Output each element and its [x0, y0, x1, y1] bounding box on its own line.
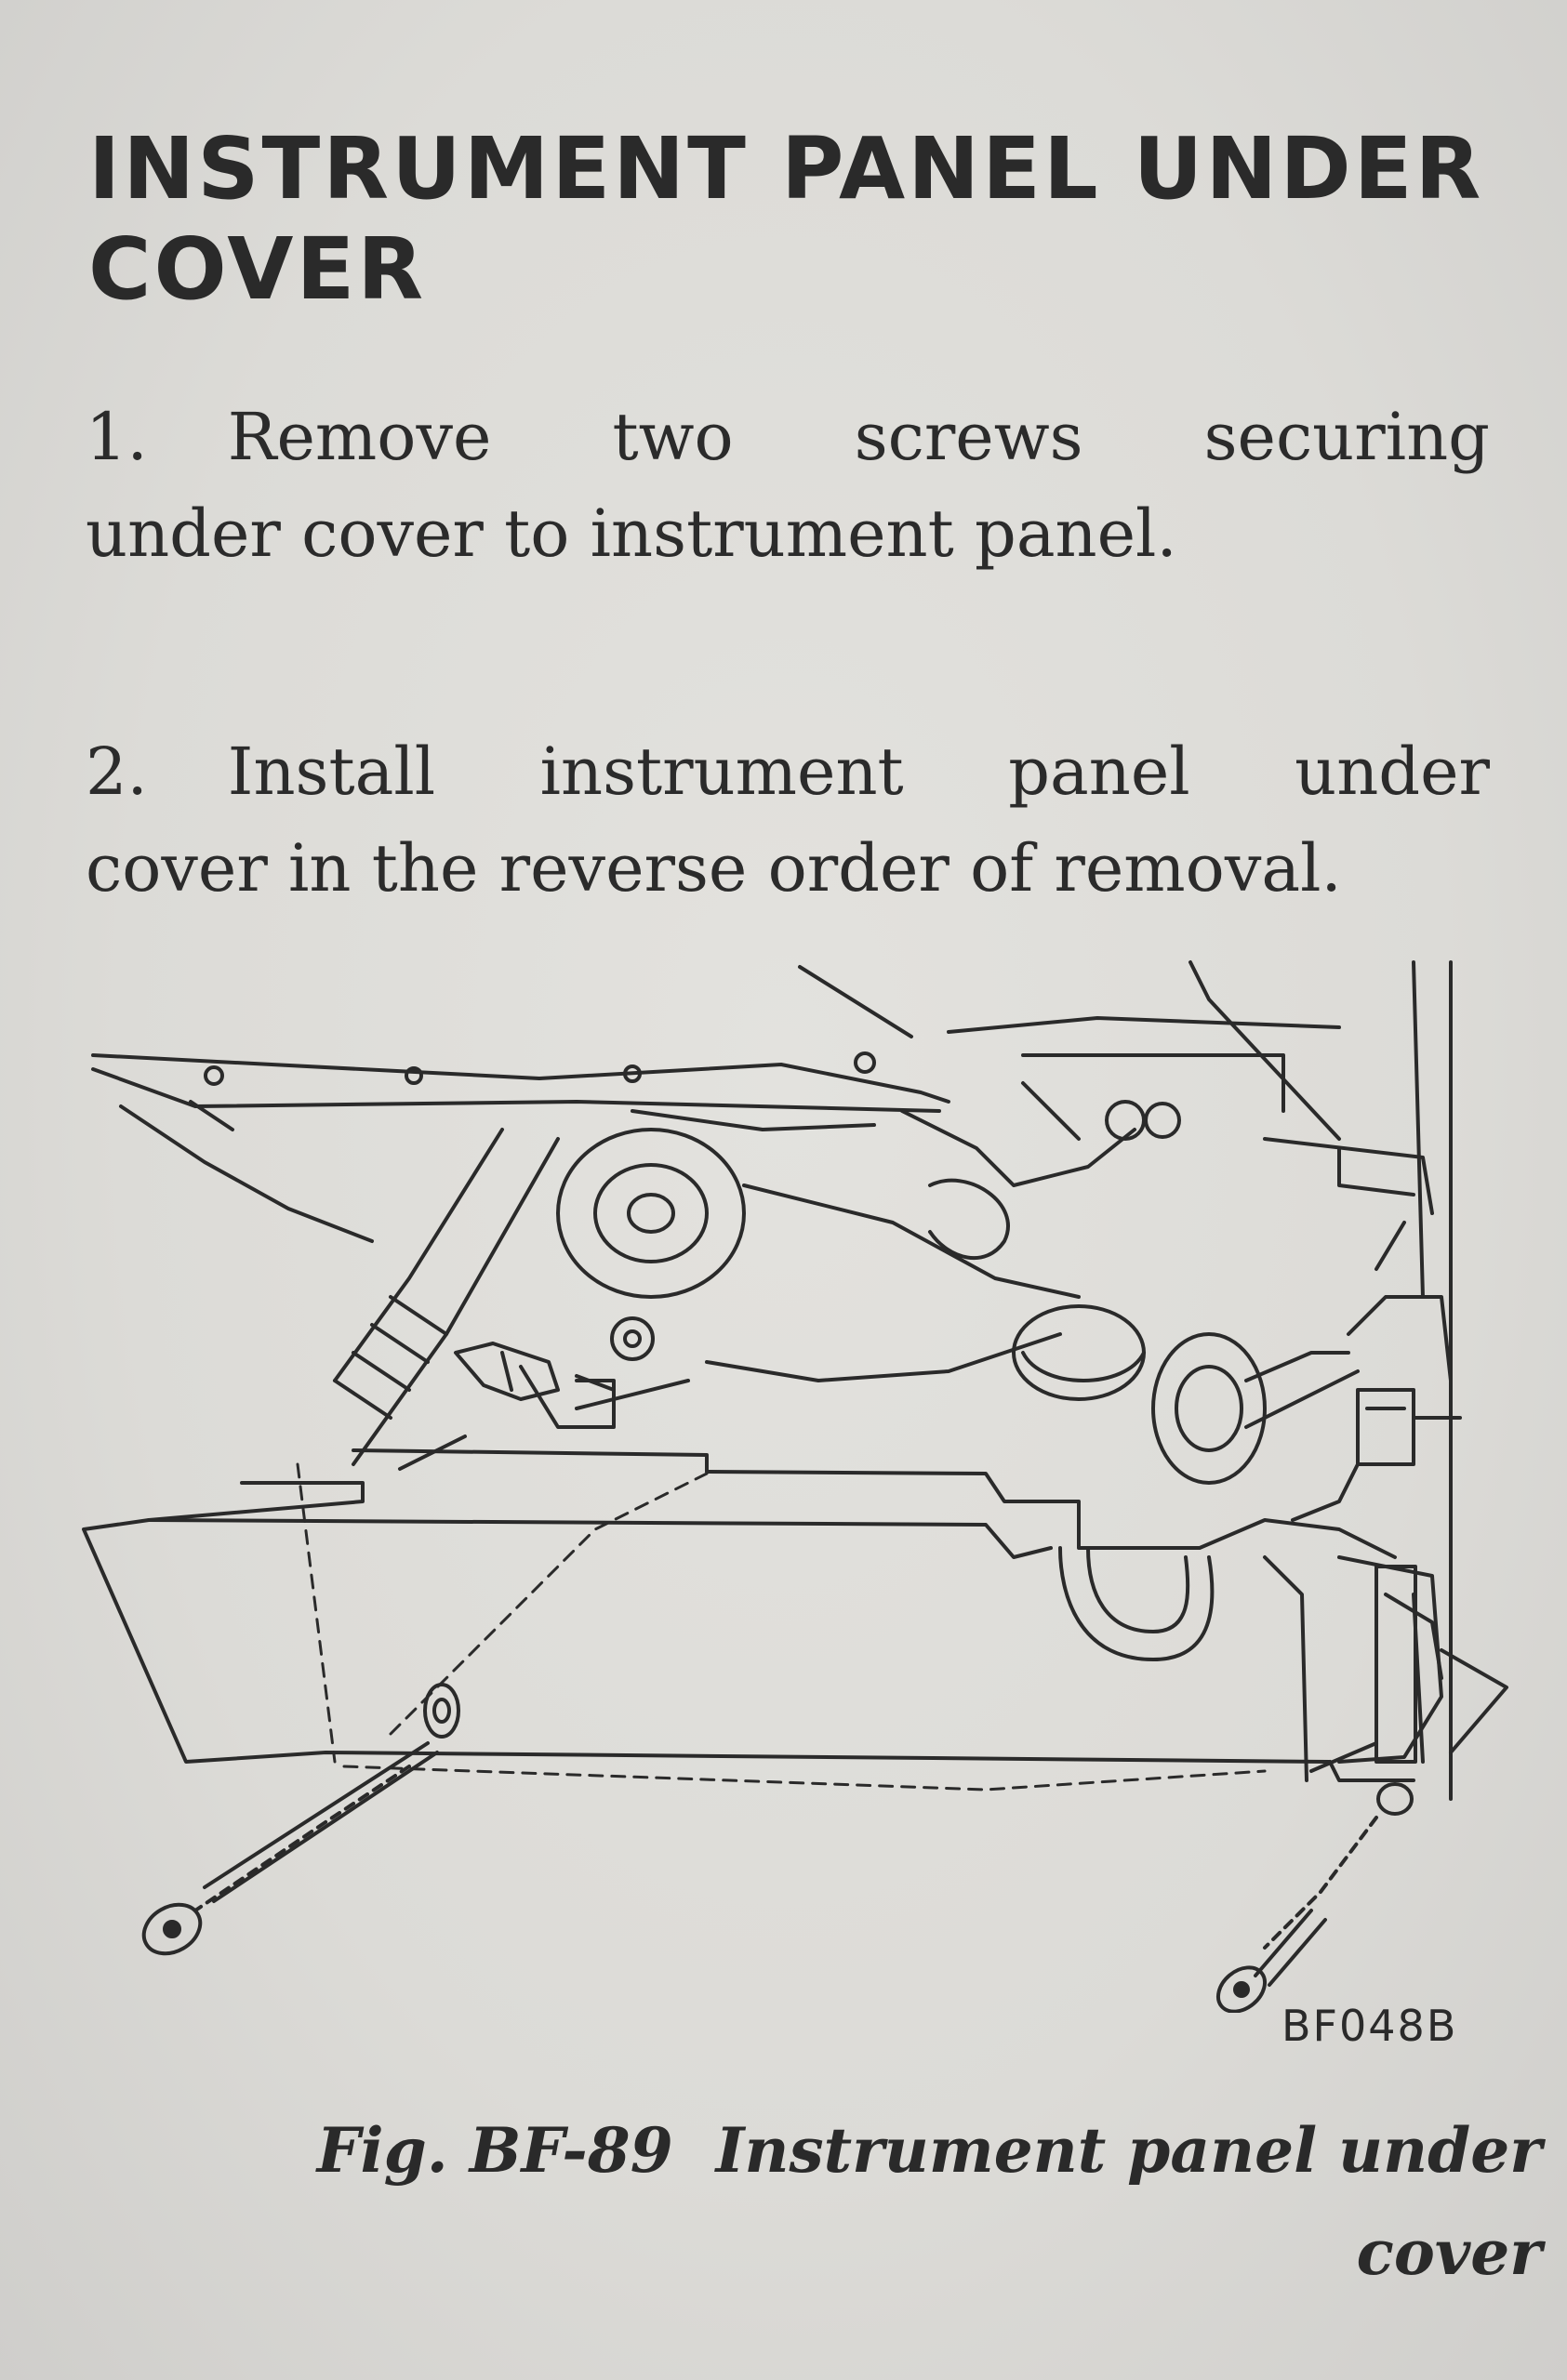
under-cover-panel[interactable]: [82, 1388, 1508, 1782]
heading-line-2: COVER: [88, 219, 427, 319]
figure-code: BF048B: [1281, 2001, 1458, 2051]
step-2-text-line-1: Install instrument panel under: [227, 734, 1490, 810]
step-1-text-line-1: Remove two screws securing: [227, 399, 1490, 475]
screw-left[interactable]: [135, 1683, 460, 1964]
step-2-number: 2.: [86, 734, 148, 810]
section-heading: INSTRUMENT PANEL UNDER COVER: [88, 119, 1539, 320]
under-cover-illustration: [56, 944, 1544, 2013]
figure-caption: Fig. BF-89 Instrument panel under cover: [223, 2099, 1542, 2304]
figure-caption-label: Fig. BF-89: [316, 2114, 673, 2187]
machinery-cluster: [333, 1053, 1453, 1485]
step-1: 1. Remove two screws securing under cover…: [86, 389, 1490, 582]
step-2: 2. Install instrument panel under cover i…: [86, 723, 1490, 917]
step-1-text-line-2: under cover to instrument panel.: [86, 496, 1177, 572]
hidden-lines: [296, 1462, 1267, 1792]
screw-right[interactable]: [1210, 1782, 1414, 2013]
figure-caption-line-2: cover: [1356, 2216, 1542, 2289]
heading-line-1: INSTRUMENT PANEL UNDER: [88, 119, 1484, 218]
figure-caption-line-1: Instrument panel under: [715, 2114, 1542, 2187]
step-2-text-line-2: cover in the reverse order of removal.: [86, 830, 1342, 906]
step-1-number: 1.: [86, 399, 148, 475]
clip-bracket: [398, 1342, 560, 1471]
